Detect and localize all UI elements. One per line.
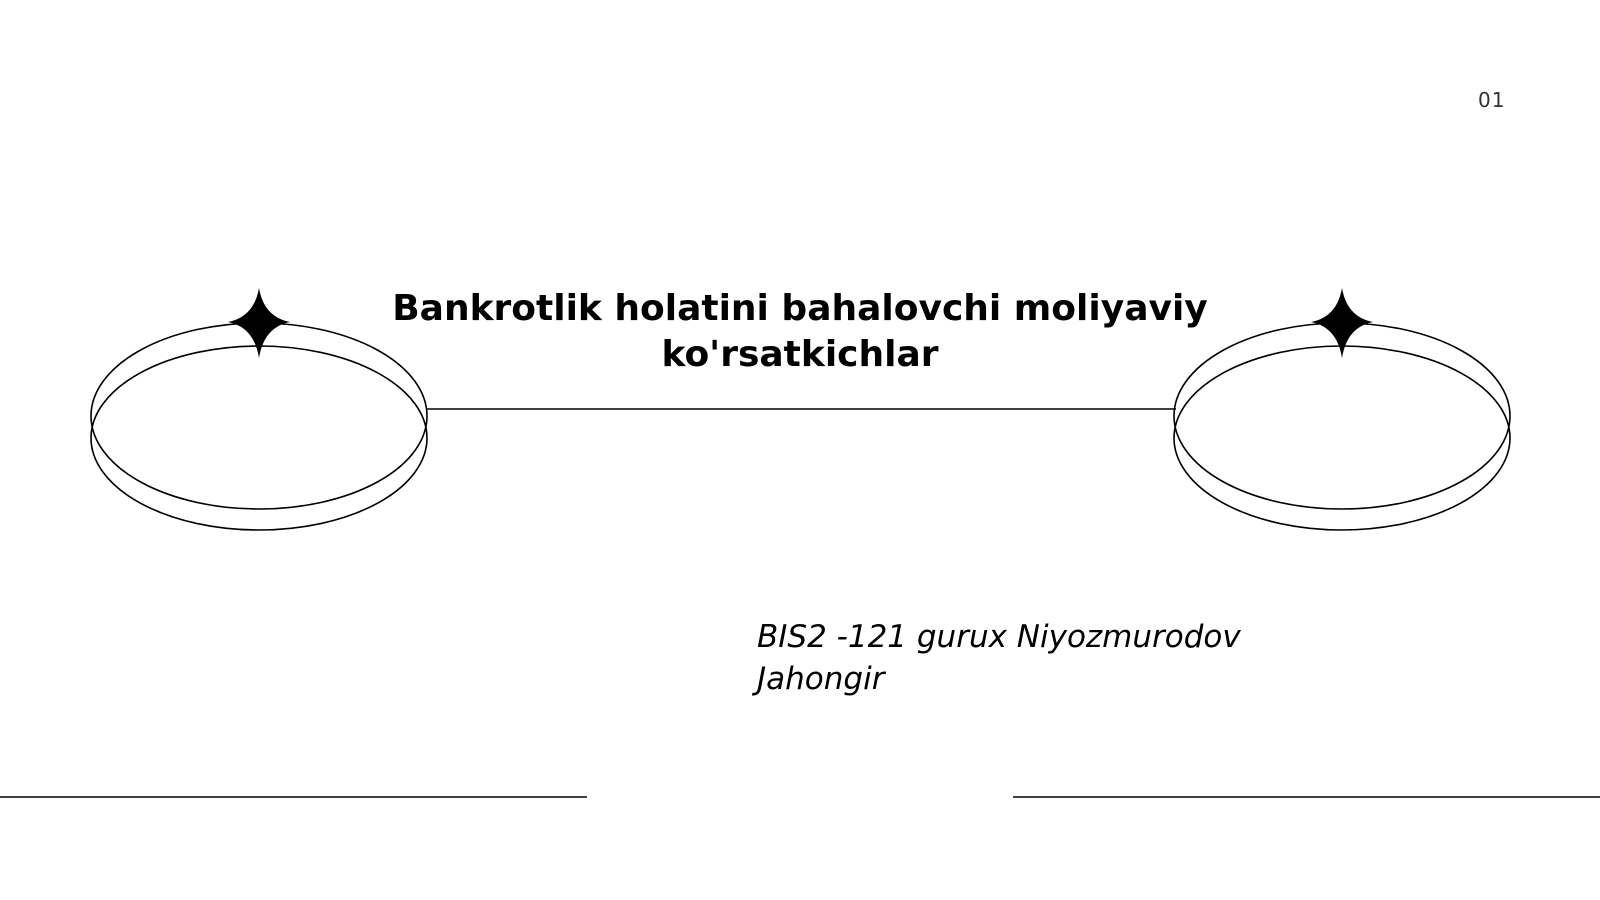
slide-title: Bankrotlik holatini bahalovchi moliyaviy…: [392, 288, 1208, 375]
slide-subtitle: BIS2 -121 gurux Niyozmurodov Jahongir: [757, 619, 1241, 697]
page-number: 01: [1478, 88, 1506, 112]
left-star-icon: [228, 288, 290, 358]
right-star-icon: [1311, 288, 1373, 358]
